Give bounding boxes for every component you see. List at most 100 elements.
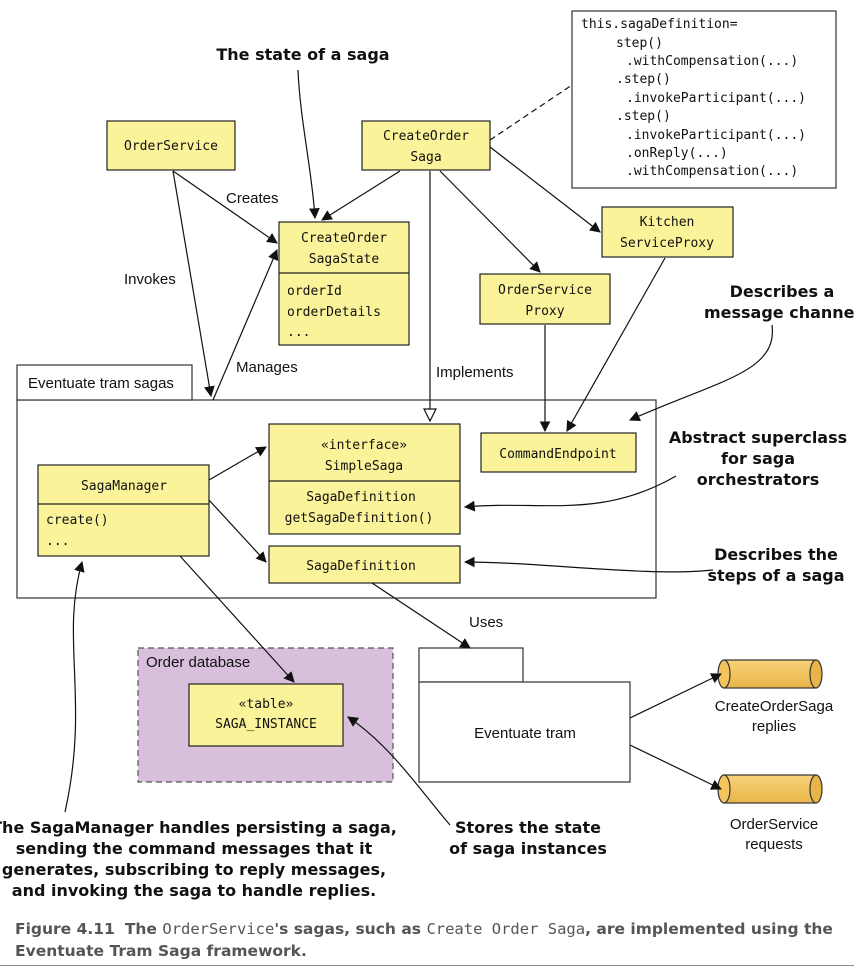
tram-to-requests-edge <box>629 744 722 790</box>
annotation-curves <box>64 69 773 826</box>
edge-label: Implements <box>436 364 514 381</box>
figure-caption: Figure 4.11 The OrderService's sagas, suc… <box>15 918 839 962</box>
annotation-arrow <box>463 556 714 573</box>
channel-label: requests <box>745 836 803 853</box>
code-snippet: this.sagaDefinition= step() .withCompens… <box>571 10 837 189</box>
field: ... <box>287 325 310 340</box>
annotation-text: message channel <box>704 303 854 322</box>
box-title: Kitchen <box>640 215 695 230</box>
saga-manager-box: SagaManager create() ... <box>37 464 210 557</box>
caption-code: Create Order Saga <box>426 920 586 938</box>
saga-to-kitchen-proxy-edge <box>489 146 601 233</box>
box-title: OrderService <box>124 139 218 154</box>
annotation-arrow <box>347 716 451 826</box>
annotation-arrow <box>64 560 85 813</box>
box-title: CommandEndpoint <box>499 447 616 462</box>
saga-definition-box: SagaDefinition <box>268 545 461 584</box>
package-label: Eventuate tram <box>474 725 576 742</box>
code-line: .step() <box>616 72 671 87</box>
box-title: SagaManager <box>81 479 167 494</box>
field: orderDetails <box>287 305 381 320</box>
kitchen-service-proxy-box: Kitchen ServiceProxy <box>601 206 734 258</box>
annotation-text: sending the command messages that it <box>16 839 373 858</box>
code-line: .onReply(...) <box>626 146 728 161</box>
field: SagaDefinition <box>306 490 416 505</box>
code-line: this.sagaDefinition= <box>581 17 738 32</box>
requests-channel-icon <box>717 774 823 804</box>
annotation-arrow <box>297 69 320 220</box>
field: create() <box>46 513 109 528</box>
container-label: Order database <box>146 654 250 671</box>
annotation-text: for saga <box>721 449 795 468</box>
replies-channel-icon <box>717 659 823 689</box>
creates-edge <box>172 170 278 244</box>
order-service-box: OrderService <box>106 120 236 171</box>
annotation-text: of saga instances <box>449 839 607 858</box>
saga-to-order-proxy-edge <box>439 170 541 273</box>
annotation-text: Describes the <box>714 545 838 564</box>
edge-label: Manages <box>236 359 298 376</box>
annotation-text: The state of a saga <box>216 45 389 64</box>
box-title: OrderService <box>498 283 592 298</box>
order-service-proxy-box: OrderService Proxy <box>479 273 611 325</box>
box-title: Proxy <box>525 304 564 319</box>
code-line: .withCompensation(...) <box>626 164 798 179</box>
annotation-text: Stores the state <box>455 818 601 837</box>
box-title: CreateOrder <box>301 231 387 246</box>
code-line: .invokeParticipant(...) <box>626 91 806 106</box>
manager-to-simplesaga-edge <box>208 446 267 481</box>
saga-to-state-edge <box>321 170 401 221</box>
code-line: .step() <box>616 109 671 124</box>
manager-to-definition-edge <box>208 499 267 563</box>
container-label: Eventuate tram sagas <box>28 375 174 392</box>
field: ... <box>46 534 69 549</box>
manager-to-instance-edge <box>179 555 295 683</box>
note-link <box>489 84 573 141</box>
box-title: CreateOrder <box>383 129 469 144</box>
annotation-text: The SagaManager handles persisting a sag… <box>0 818 397 837</box>
box-title: «interface» <box>321 438 407 453</box>
connectors <box>172 84 722 790</box>
edge-label: Invokes <box>124 271 176 288</box>
tram-to-replies-edge <box>629 673 722 719</box>
box-title: «table» <box>239 697 294 712</box>
box-title: SagaDefinition <box>306 559 416 574</box>
figure-number: Figure 4.11 <box>15 920 115 938</box>
channel-label: OrderService <box>730 816 818 833</box>
code-line: step() <box>616 36 663 51</box>
caption-text: The <box>124 920 163 938</box>
box-title: Saga <box>410 150 441 165</box>
invokes-edge <box>172 170 215 398</box>
simple-saga-box: «interface» SimpleSaga SagaDefinition ge… <box>268 423 461 535</box>
channel-label: replies <box>752 718 796 735</box>
annotation-arrow <box>463 475 677 512</box>
annotation-text: and invoking the saga to handle replies. <box>12 881 376 900</box>
box-title: SAGA_INSTANCE <box>215 717 317 732</box>
annotation-text: steps of a saga <box>707 566 844 585</box>
code-line: .withCompensation(...) <box>626 54 798 69</box>
code-line: .invokeParticipant(...) <box>626 128 806 143</box>
bottom-rule <box>0 965 854 966</box>
annotation-text: Abstract superclass <box>669 428 847 447</box>
box-title: SimpleSaga <box>325 459 403 474</box>
field: getSagaDefinition() <box>285 511 434 526</box>
manages-edge <box>212 249 279 401</box>
annotation-text: orchestrators <box>697 470 820 489</box>
box-title: ServiceProxy <box>620 236 714 251</box>
caption-text: , are implemented using the Eventuate Tr… <box>15 920 833 960</box>
eventuate-tram-package: Eventuate tram <box>418 647 631 783</box>
annotation-text: generates, subscribing to reply messages… <box>2 860 386 879</box>
edge-label: Creates <box>226 190 279 207</box>
edge-label: Uses <box>469 614 503 631</box>
channel-label: CreateOrderSaga <box>715 698 834 715</box>
box-title: SagaState <box>309 252 380 267</box>
field: orderId <box>287 284 342 299</box>
architecture-diagram: this.sagaDefinition= step() .withCompens… <box>0 10 854 900</box>
caption-code: OrderService <box>162 920 275 938</box>
caption-text: 's sagas, such as <box>274 920 427 938</box>
annotation-text: Describes a <box>730 282 835 301</box>
saga-instance-table-box: «table» SAGA_INSTANCE <box>188 683 344 747</box>
kitchen-proxy-to-endpoint-edge <box>566 257 666 432</box>
annotation-arrow <box>629 324 773 421</box>
